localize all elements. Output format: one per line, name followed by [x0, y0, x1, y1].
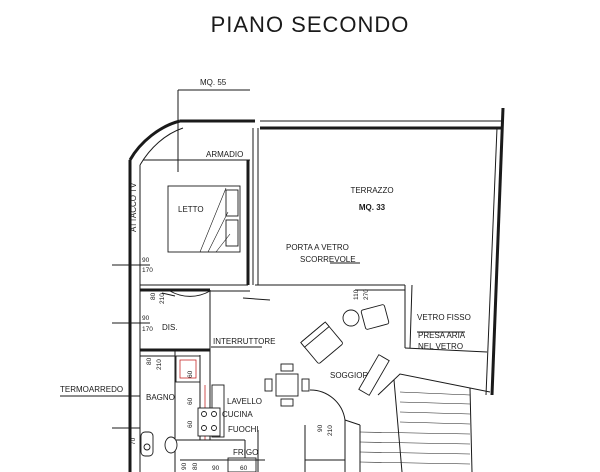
dim-170-b: 170: [142, 326, 153, 333]
chair-right: [301, 378, 310, 392]
label-porta-vetro-1: PORTA A VETRO: [286, 243, 349, 252]
chair-bottom: [280, 398, 294, 407]
label-bagno: BAGNO: [146, 393, 175, 402]
dim-70: 70: [130, 437, 137, 445]
label-mq-terrazzo: MQ. 33: [359, 203, 386, 212]
burner-1: [201, 411, 207, 417]
dim-110: 110: [353, 289, 360, 300]
dim-60-c: 60: [187, 420, 194, 428]
dim-60-d: 60: [240, 465, 248, 472]
dim-210-b: 210: [156, 359, 163, 370]
toilet: [164, 436, 178, 454]
label-lavello: LAVELLO: [227, 397, 262, 406]
burner-3: [201, 425, 207, 431]
plan-title: PIANO SECONDO: [211, 12, 410, 37]
dim-90-a: 90: [142, 257, 150, 264]
dim-80-a: 80: [150, 292, 157, 300]
label-termoarredo: TERMOARREDO: [60, 385, 123, 394]
dim-270: 270: [363, 289, 370, 300]
dim-80-b: 80: [146, 357, 153, 365]
armchair-right: [360, 304, 390, 330]
bathroom: [140, 348, 210, 472]
terrace: [252, 128, 488, 353]
label-fuochi: FUOCHI: [228, 425, 259, 434]
outer-walls: [128, 107, 505, 472]
label-cucina: CUCINA: [222, 410, 253, 419]
dim-90-b: 90: [142, 315, 150, 322]
dining-table: [275, 373, 299, 397]
label-nel-vetro: NEL VETRO: [418, 342, 463, 351]
corridor-walls: [140, 288, 271, 350]
dim-60-a: 60: [187, 370, 194, 378]
label-porta-vetro-2: SCORREVOLE: [300, 255, 356, 264]
label-soggiorno: SOGGIORNO: [330, 371, 380, 380]
fridge: [227, 457, 257, 472]
bed-pillow-bottom: [225, 219, 239, 247]
dim-170-a: 170: [142, 267, 153, 274]
label-dis: DIS.: [162, 323, 178, 332]
staircase: [344, 373, 491, 472]
corridor-door: [161, 292, 176, 297]
burner-2: [211, 411, 217, 417]
label-attacco-tv: ATTACCO TV: [129, 182, 138, 232]
label-letto: LETTO: [178, 205, 204, 214]
dim-60-b: 60: [187, 397, 194, 405]
shower-outline: [179, 359, 197, 379]
label-mq-total: MQ. 55: [200, 78, 227, 87]
dim-90-e: 90: [181, 462, 188, 470]
dim-210-a: 210: [159, 293, 166, 304]
entrance-door-swing: [309, 389, 346, 421]
hob: [197, 407, 221, 437]
label-vetro-fisso: VETRO FISSO: [417, 313, 471, 322]
label-terrazzo: TERRAZZO: [350, 186, 393, 195]
dim-90-c: 90: [212, 465, 220, 472]
armchair-left: [300, 321, 343, 364]
label-interruttore: INTERRUTTORE: [213, 337, 276, 346]
dim-210-c: 210: [327, 425, 334, 436]
label-frigo: FRIGO: [233, 448, 258, 457]
bedroom-door-swing: [169, 290, 211, 297]
chair-top: [280, 363, 294, 372]
bed-cover-fold: [199, 187, 231, 253]
sofa: [358, 354, 390, 396]
label-armadio: ARMADIO: [206, 150, 243, 159]
bed-pillow-top: [225, 189, 239, 217]
label-presa-aria: PRESA ARIA: [418, 331, 466, 340]
side-table: [342, 309, 360, 327]
chair-left: [264, 378, 273, 392]
dim-80-c: 80: [192, 462, 199, 470]
burner-4: [211, 425, 217, 431]
sink-bowl: [143, 443, 151, 451]
dim-90-d: 90: [317, 424, 324, 432]
